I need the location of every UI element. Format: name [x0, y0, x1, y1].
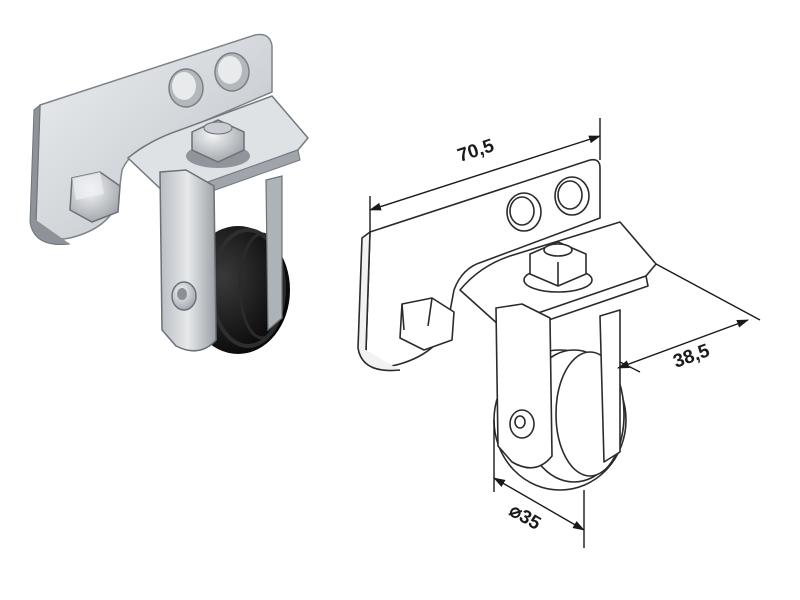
drawing-top-hex-nut [523, 241, 593, 293]
diameter-dimension-line [493, 477, 585, 531]
diameter-dimension-label: ⌀35 [506, 500, 545, 535]
depth-dimension-line [617, 319, 749, 369]
roller-line-drawing [357, 158, 657, 491]
top-hex-nut [186, 119, 250, 168]
roller-3d-render [29, 33, 309, 354]
width-dimension-line [369, 135, 601, 211]
side-hex-bolt [69, 171, 121, 223]
drawing-wheel-fork [495, 303, 553, 469]
wheel-fork [159, 169, 217, 352]
axle-bolt [171, 281, 197, 311]
dimension-lines [369, 118, 761, 548]
width-dimension-label: 70,5 [455, 135, 497, 167]
depth-dimension-label: 38,5 [671, 340, 713, 373]
